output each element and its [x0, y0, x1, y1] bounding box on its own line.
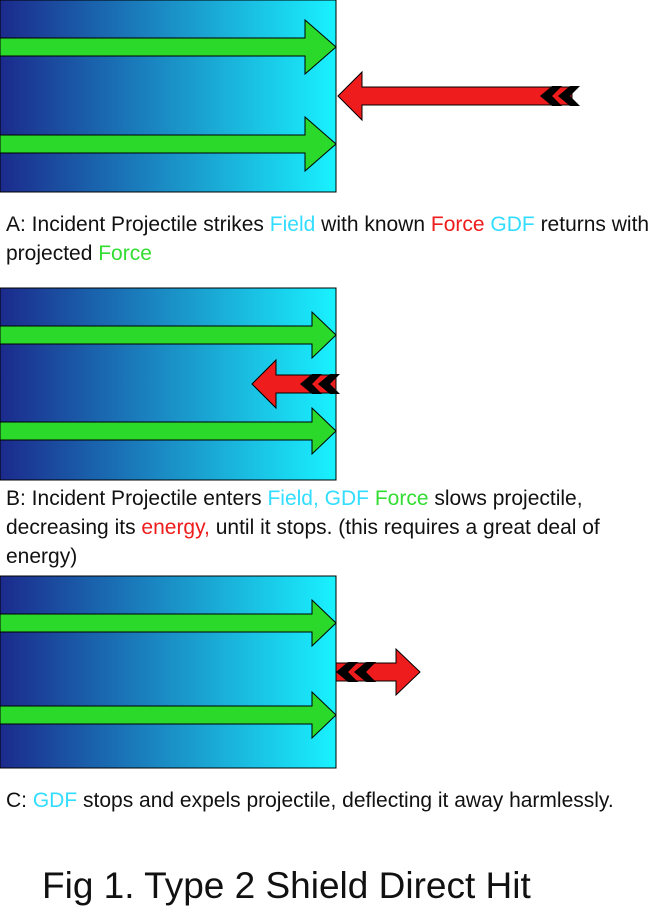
- caption-text: with known: [315, 213, 431, 236]
- caption-term-gdf: GDF: [32, 789, 78, 812]
- caption-term-force: Force: [430, 213, 485, 236]
- panel-a-caption: A: Incident Projectile strikes Field wit…: [6, 210, 662, 268]
- panel-b: [0, 287, 664, 483]
- caption-term-energy: energy,: [141, 516, 210, 539]
- force-arrow-bottom: [0, 690, 337, 740]
- panel-c: [0, 575, 664, 771]
- force-arrow-bottom: [0, 115, 337, 173]
- projectile-fletching-front: [540, 86, 562, 106]
- gdf-field: [0, 575, 337, 769]
- caption-term-field: Field: [269, 213, 316, 236]
- gdf-field: [0, 0, 337, 193]
- projectile-fletching-back: [558, 86, 580, 106]
- panel-b-caption: B: Incident Projectile enters Field, GDF…: [6, 484, 662, 571]
- projectile-fletching-front: [336, 662, 358, 682]
- incident-projectile: [337, 70, 573, 122]
- force-arrow-top: [0, 310, 337, 360]
- panel-c-diagram: [0, 575, 421, 769]
- caption-term-force: Force: [98, 242, 152, 265]
- panel-a: [0, 0, 664, 200]
- panel-b-diagram: [0, 287, 340, 481]
- caption-term-field-gdf: Field, GDF: [267, 487, 369, 510]
- caption-text: returns with projected: [6, 213, 650, 265]
- panel-a-diagram: [0, 0, 580, 193]
- force-arrow-top: [0, 18, 337, 76]
- projectile-fletching-front: [300, 374, 322, 394]
- incident-projectile: [251, 358, 337, 410]
- caption-text: C:: [6, 789, 33, 812]
- caption-text: slows projectile, decreasing its: [6, 487, 583, 539]
- force-arrow-top: [0, 598, 337, 648]
- force-arrow-bottom: [0, 406, 337, 456]
- projectile-fletching-back: [318, 374, 340, 394]
- figure-title: Fig 1. Type 2 Shield Direct Hit: [42, 865, 531, 906]
- projectile-fletching-back: [354, 662, 376, 682]
- caption-text: until it stops. (this requires a great d…: [6, 516, 600, 568]
- caption-term-force: Force: [374, 487, 429, 510]
- expelled-projectile: [335, 647, 421, 697]
- caption-text: B: Incident Projectile enters: [6, 487, 268, 510]
- caption-term-gdf: GDF: [490, 213, 535, 236]
- caption-text: stops and expels projectile, deflecting …: [77, 789, 614, 812]
- panel-c-caption: C: GDF stops and expels projectile, defl…: [6, 786, 662, 815]
- caption-text: A: Incident Projectile strikes: [6, 213, 270, 236]
